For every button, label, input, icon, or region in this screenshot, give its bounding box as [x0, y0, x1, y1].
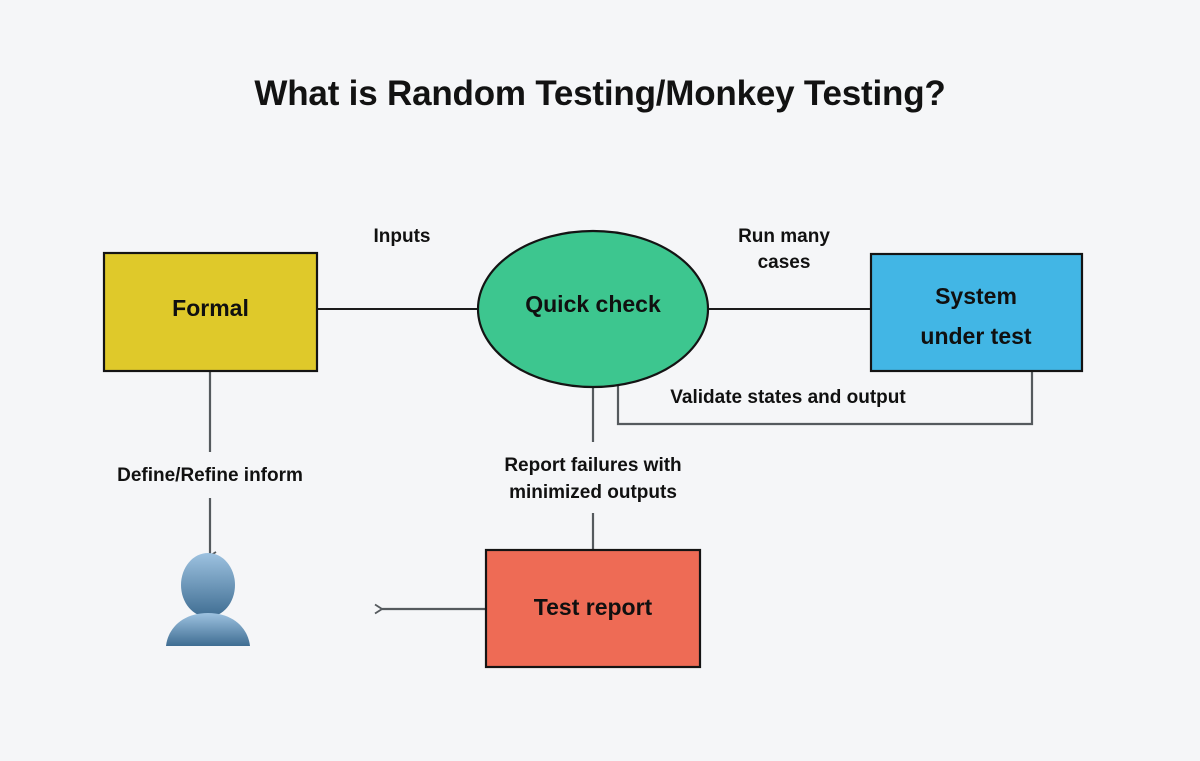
node-system-under-test-label-line2: under test [920, 323, 1032, 349]
edge-label-report-failures-line1: Report failures with [504, 455, 681, 476]
edge-label-run-many-cases-line1: Run many [738, 226, 830, 247]
node-test-report-label: Test report [534, 594, 653, 620]
page-title: What is Random Testing/Monkey Testing? [254, 74, 946, 113]
user-avatar-icon [166, 553, 250, 646]
node-system-under-test[interactable]: System under test [869, 252, 1084, 373]
node-test-report[interactable]: Test report [484, 548, 702, 669]
edge-label-report-failures-line2: minimized outputs [509, 482, 677, 503]
edge-system-validate-to-quick-check [616, 371, 1034, 426]
edge-label-define-refine-inform: Define/Refine inform [117, 465, 303, 486]
node-quick-check-label: Quick check [525, 291, 661, 317]
edge-label-validate-states-and-output: Validate states and output [670, 387, 906, 408]
node-system-under-test-label-line1: System [935, 283, 1017, 309]
node-formal[interactable]: Formal [102, 251, 319, 373]
edge-label-run-many-cases-line2: cases [758, 252, 811, 273]
edge-label-inputs: Inputs [374, 226, 431, 247]
node-formal-label: Formal [172, 295, 249, 321]
node-quick-check[interactable]: Quick check [476, 229, 710, 389]
